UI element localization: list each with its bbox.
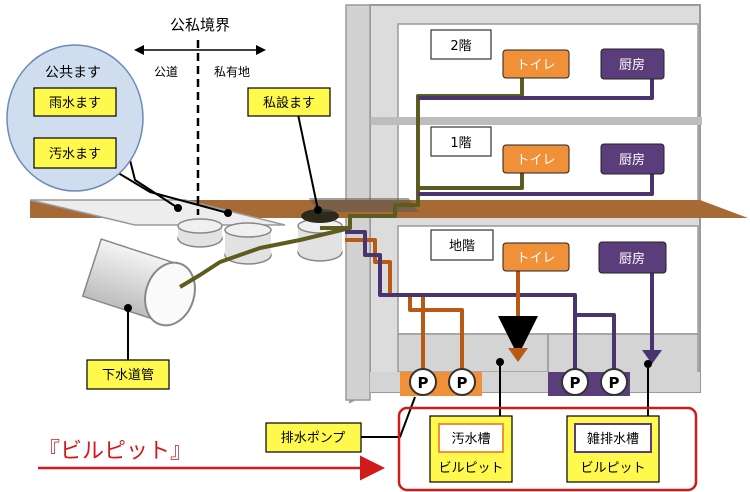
pump-glyph: P [570, 374, 581, 392]
pumps: P P P P [409, 368, 628, 396]
public-box-title: 公共ます [45, 65, 101, 81]
kitchen-1f [600, 143, 665, 175]
sewage-pit-card: 汚水槽 ビルピット [429, 415, 513, 483]
toilet-2f-label: トイレ [516, 58, 555, 73]
pit-highlight-frame [397, 406, 698, 492]
private-box-label: 私設ます [263, 95, 315, 111]
boundary-public-label: 公道 [154, 65, 178, 79]
rain-box-label: 雨水ます [49, 96, 101, 111]
sewer-pipe-tag [86, 359, 170, 390]
private-box-tag [247, 87, 331, 117]
toilet-1f-label: トイレ [516, 153, 555, 168]
misc-pit-label: ビルピット [580, 461, 645, 476]
purple-pipe-pump [345, 230, 577, 372]
floor-1f-tag [430, 126, 492, 157]
sewage-tank-label: 汚水槽 [451, 432, 490, 447]
public-box-group: 公共ます 雨水ます 汚水ます [6, 44, 144, 192]
purple-pipe-pump2 [575, 313, 616, 372]
dot-private [314, 206, 322, 214]
floor-2f-tag [430, 29, 492, 60]
floor-1f-label: 1階 [450, 136, 471, 151]
brown-pipe-pump2 [408, 295, 464, 372]
dot-tank2 [644, 360, 652, 368]
dot-pipe [124, 304, 132, 312]
purple-pipe-1f [418, 172, 654, 196]
line-sewage-box [104, 164, 229, 214]
sewage-pit-label: ビルピット [438, 461, 503, 476]
boundary-title: 公私境界 [170, 16, 230, 34]
dot-rain [174, 204, 182, 212]
kitchen-1f-label: 厨房 [619, 152, 645, 168]
olive-pipe-down [178, 226, 351, 289]
toilet-b1-label: トイレ [516, 251, 555, 266]
bilpit-callout: 『ビルピット』 [38, 439, 192, 464]
kitchen-2f-label: 厨房 [619, 57, 645, 73]
kitchen-2f [600, 48, 665, 80]
floor-b1-tag [430, 229, 494, 261]
rain-box-tag [33, 87, 117, 117]
line-pump [360, 396, 416, 438]
floor-b1-label: 地階 [449, 239, 475, 254]
pump-tag [265, 422, 362, 453]
purple-pipe-upper [418, 76, 654, 100]
pump-glyph: P [457, 374, 468, 392]
kitchen-b1-label: 厨房 [619, 251, 645, 267]
road-surface [29, 199, 286, 226]
boundary: 公私境界 公道 私有地 [134, 16, 266, 215]
pump-label: 排水ポンプ [281, 431, 346, 446]
floor-2f-label: 2階 [450, 39, 471, 54]
olive-pipe-1f [418, 172, 524, 190]
sewage-box-tag [33, 137, 117, 169]
sewage-box-label: 汚水ます [49, 147, 101, 162]
pump-glyph: P [418, 374, 429, 392]
dot-sewage [224, 209, 232, 217]
misc-tank-label: 雑排水槽 [587, 431, 639, 447]
toilet-1f [502, 144, 570, 174]
boundary-private-label: 私有地 [214, 65, 250, 79]
pump-glyph: P [609, 374, 620, 392]
fixtures: トイレ 厨房 トイレ 厨房 トイレ 厨房 [502, 48, 667, 274]
line-private-box [294, 99, 319, 211]
sewer-pipe [81, 238, 196, 327]
toilet-b1 [502, 242, 570, 272]
kitchen-b1 [598, 241, 667, 274]
misc-pit-card: 雑排水槽 ビルピット [566, 415, 660, 483]
toilet-2f [502, 49, 570, 79]
sewer-pipe-label: 下水道管 [102, 368, 154, 383]
dot-tank1 [496, 358, 504, 366]
